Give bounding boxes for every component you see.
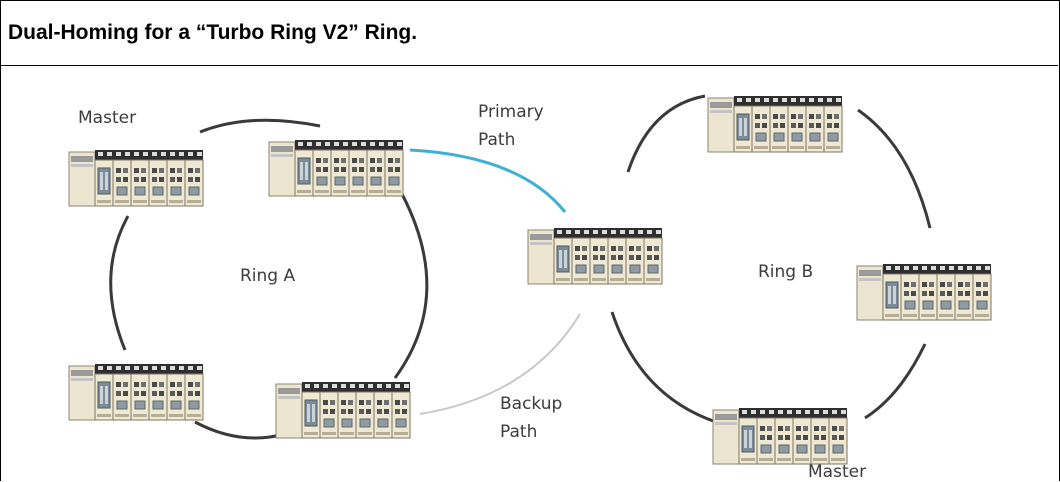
- primary-path-link: [409, 148, 567, 213]
- industrial-switch-icon: [707, 96, 843, 153]
- label-primary-path-line2: Path: [478, 130, 516, 150]
- ring-b-link-top-left: [626, 94, 706, 173]
- switch-ring-b-top: [707, 92, 843, 154]
- industrial-switch-icon: [527, 228, 663, 285]
- switch-dual-homing: [527, 224, 663, 286]
- switch-ring-a-top-right: [268, 136, 404, 198]
- switch-ring-a-bottom-right: [275, 378, 411, 440]
- label-ring-b: Ring B: [758, 262, 814, 282]
- ring-b-link-top-right: [857, 108, 932, 229]
- ring-a-link-left: [109, 215, 130, 351]
- ring-b-link-bottom-left: [610, 311, 717, 424]
- industrial-switch-icon: [68, 364, 204, 421]
- figure-title: Dual-Homing for a “Turbo Ring V2” Ring.: [8, 21, 418, 44]
- switch-master-ring-b: [712, 404, 848, 466]
- label-backup-path-line2: Path: [500, 422, 538, 442]
- label-ring-a: Ring A: [240, 266, 296, 286]
- ring-b-link-bottom-right: [864, 343, 927, 420]
- industrial-switch-icon: [856, 264, 992, 321]
- label-master-ring-b: Master: [808, 462, 867, 482]
- network-diagram: Master Primary Path Ring A Ring B Backup…: [0, 66, 1058, 482]
- figure-header: Dual-Homing for a “Turbo Ring V2” Ring.: [0, 0, 1058, 66]
- industrial-switch-icon: [712, 408, 848, 465]
- link-lines: [109, 94, 932, 440]
- ring-a-link-bottom: [194, 420, 286, 440]
- ring-a-link-right: [393, 193, 429, 379]
- industrial-switch-icon: [68, 150, 204, 207]
- switch-ring-b-right: [856, 260, 992, 322]
- label-backup-path-line1: Backup: [500, 394, 563, 414]
- switch-ring-a-bottom-left: [68, 360, 204, 422]
- switch-master-ring-a: [68, 146, 204, 208]
- backup-path-link: [419, 313, 581, 415]
- industrial-switch-icon: [275, 382, 411, 439]
- ring-a-link-top: [199, 118, 321, 134]
- label-master-ring-a: Master: [78, 108, 137, 128]
- industrial-switch-icon: [268, 140, 404, 197]
- label-primary-path-line1: Primary: [478, 102, 544, 122]
